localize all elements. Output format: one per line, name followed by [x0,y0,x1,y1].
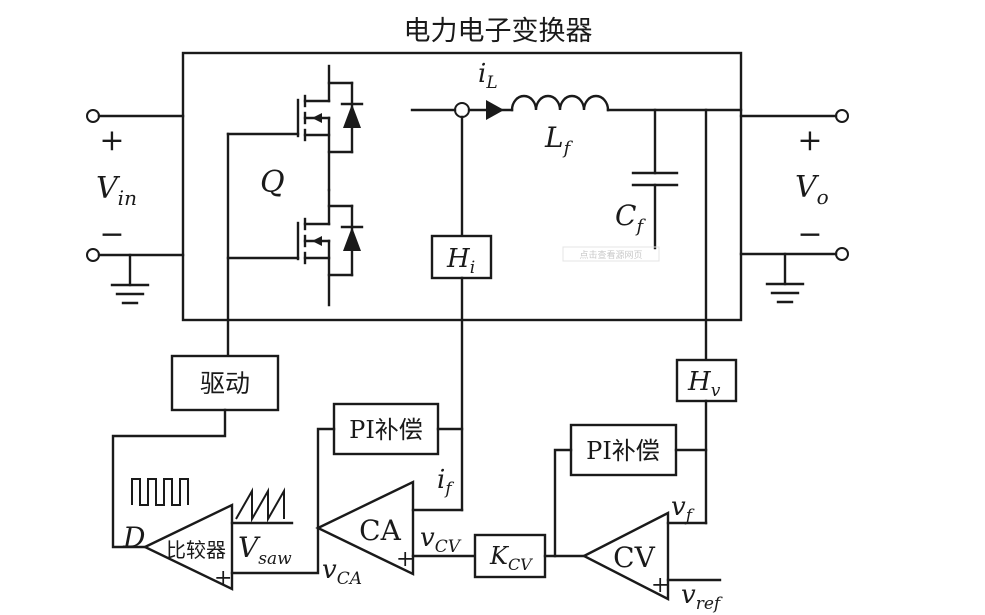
q-label: Q [260,165,285,200]
driver-label: 驱动 [200,369,250,398]
d-label: D [122,521,145,554]
kcv-label: KCV [489,542,533,574]
ca-plus: + [396,547,414,572]
vca-label: vCA [322,555,362,589]
if-label: if [437,465,454,499]
vin-minus-label: − [99,217,124,252]
ca-label: CA [359,514,401,547]
input-terminals [86,109,185,305]
hi-block [430,234,493,280]
comparator [142,503,234,591]
vcv-label: vCV [420,523,462,557]
hv-label: Hv [687,367,721,401]
upper-mosfet [296,64,364,192]
cv-label: CV [613,541,655,574]
current-arrow [486,100,504,120]
driver-input-wire [111,408,227,549]
lower-mosfet [296,188,364,307]
vsaw-label: Vsaw [238,531,292,569]
watermark-box [562,246,660,262]
pi-block-1 [332,402,440,456]
vo-plus-label: + [797,123,822,158]
lf-label: Lf [544,121,574,159]
vf-label: vf [671,492,695,526]
capacitor [631,108,679,250]
watermark: 点击查看源网页 [579,249,642,261]
output-terminals [739,109,849,304]
pwm-pulse-icon [131,478,189,506]
comparator-plus: + [214,566,232,591]
pi1-left-wire [316,427,336,530]
vin-label: Vin [96,171,137,210]
cv-amplifier [581,511,670,601]
comparator-label: 比较器 [166,538,226,562]
il-label: iL [478,59,498,93]
vref-label: vref [681,580,723,614]
hi-label: Hi [446,244,475,278]
sawtooth-icon [235,487,285,523]
vo-minus-label: − [797,217,822,252]
pi2-left-wire [553,448,573,558]
ca-amplifier [315,480,415,576]
inductor-branch [410,94,743,238]
cf-label: Cf [615,199,646,237]
cv-plus: + [651,573,669,598]
vin-plus-label: + [99,123,124,158]
vo-label: Vo [795,170,829,209]
pi-label-2: PI补偿 [586,437,660,465]
gate-wiring [226,132,300,358]
vca-wire [230,526,320,575]
pi-label-1: PI补偿 [349,416,423,444]
current-sensor [454,102,470,118]
diagram-title: 电力电子变换器 [404,16,593,47]
inductor-coil [510,94,610,112]
